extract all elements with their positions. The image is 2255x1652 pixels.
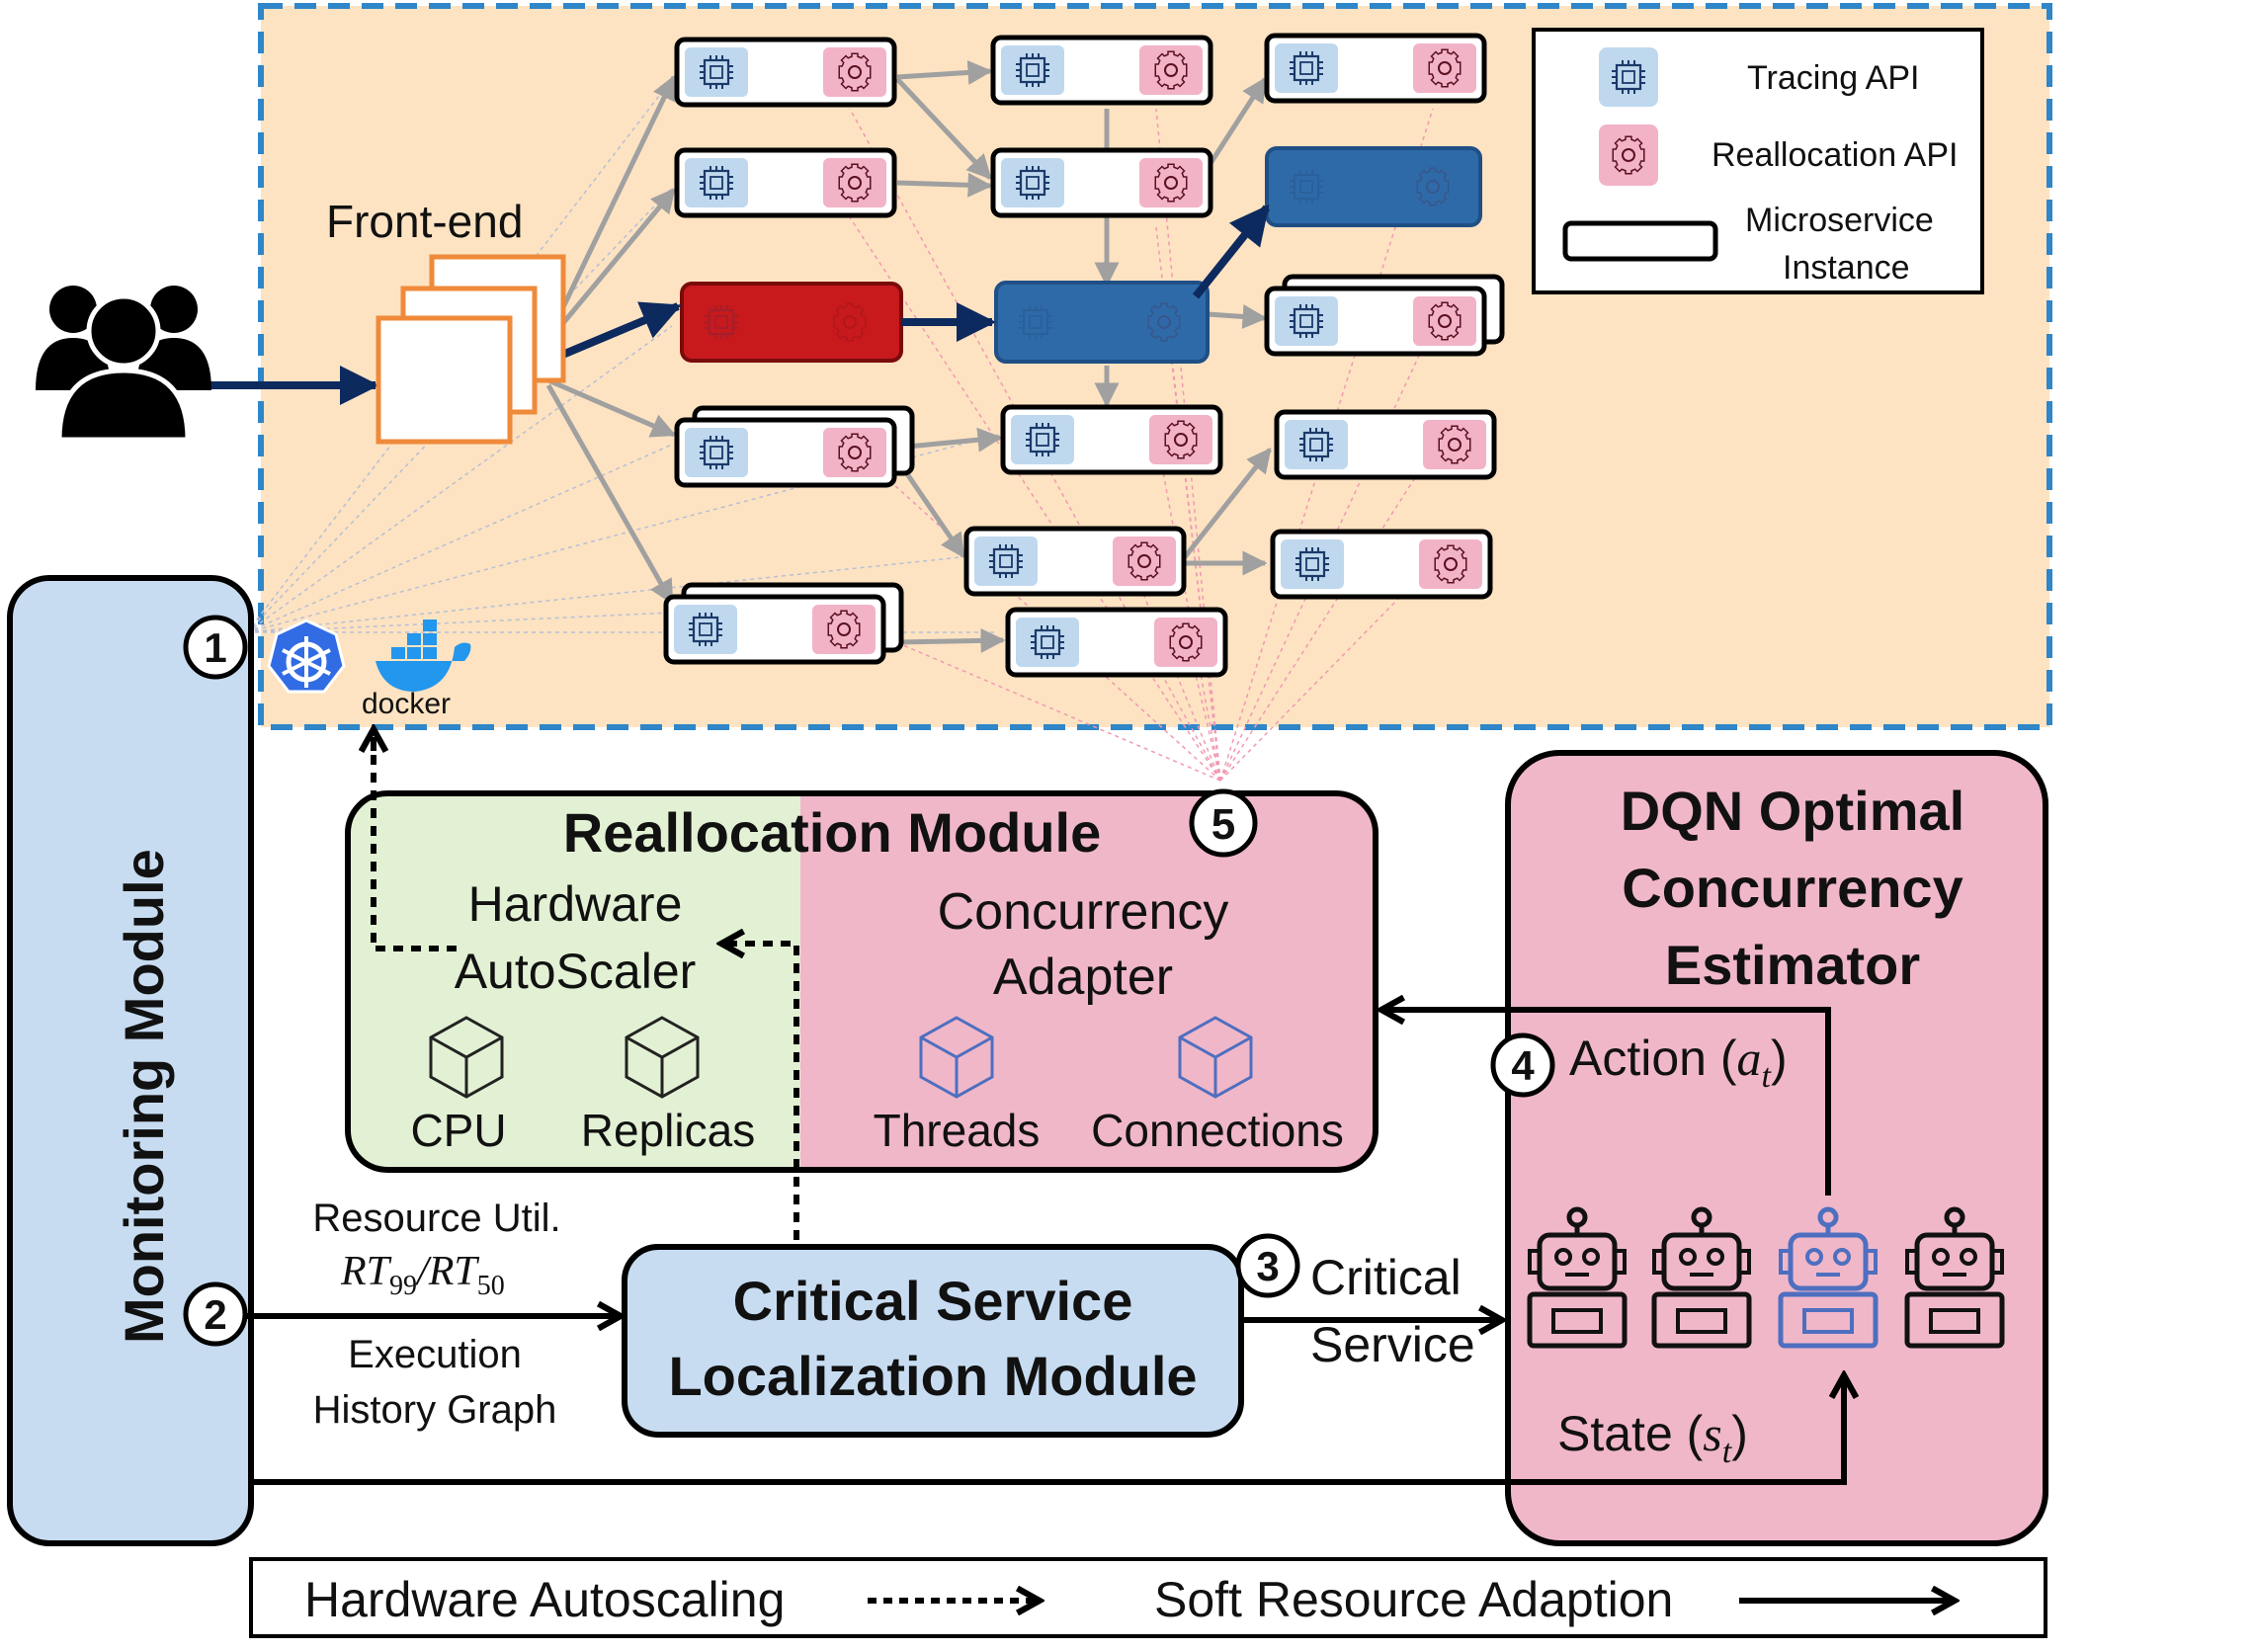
kubernetes-icon — [267, 619, 346, 694]
svg-text:2: 2 — [204, 1291, 226, 1338]
svg-text:4: 4 — [1511, 1042, 1535, 1089]
frontend-label: Front-end — [326, 196, 523, 247]
svg-text:Microservice: Microservice — [1745, 202, 1934, 239]
svg-text:Estimator: Estimator — [1665, 934, 1920, 996]
svg-text:5: 5 — [1211, 800, 1235, 849]
svg-text:Tracing API: Tracing API — [1747, 59, 1919, 97]
svg-text:Adapter: Adapter — [993, 949, 1173, 1006]
dqn-title: DQN Optimal — [1621, 780, 1964, 842]
svg-text:Instance: Instance — [1783, 249, 1910, 287]
top-legend: Tracing API Reallocation API Microservic… — [1532, 28, 1984, 294]
cpu-label: CPU — [410, 1105, 506, 1156]
hardware-autoscaler-label: Hardware — [468, 876, 683, 932]
monitoring-inputs: Resource Util. RT99/RT50 Execution Histo… — [312, 1197, 560, 1432]
svg-text:Concurrency: Concurrency — [1622, 857, 1963, 919]
step-badge-5: 5 — [1189, 788, 1258, 858]
csl-title: Critical Service — [733, 1270, 1133, 1332]
step-badge-1: 1 — [183, 615, 248, 680]
svg-text:1: 1 — [204, 624, 226, 671]
svg-text:RT99/RT50: RT99/RT50 — [340, 1249, 505, 1301]
action-label: Action (at) — [1569, 1031, 1788, 1095]
docker-icon: docker — [362, 620, 471, 720]
replicas-label: Replicas — [581, 1105, 755, 1156]
frontend-instances — [376, 254, 566, 445]
instance-legend-box — [1562, 220, 1718, 262]
threads-label: Threads — [874, 1105, 1041, 1156]
reallocation-title: Reallocation Module — [563, 801, 1102, 864]
monitoring-title: Monitoring Module — [113, 849, 175, 1344]
soft-resource-legend: Soft Resource Adaption — [1154, 1572, 1673, 1627]
reallocation-module — [345, 790, 1378, 1173]
step-badge-4: 4 — [1490, 1032, 1555, 1098]
svg-text:3: 3 — [1256, 1243, 1279, 1289]
hardware-autoscaling-legend: Hardware Autoscaling — [304, 1572, 785, 1627]
svg-text:Localization Module: Localization Module — [668, 1345, 1197, 1407]
svg-text:Execution: Execution — [348, 1333, 522, 1376]
step-badge-3: 3 — [1235, 1233, 1300, 1298]
svg-text:Service: Service — [1310, 1317, 1475, 1372]
state-label: State (st) — [1557, 1406, 1748, 1470]
concurrency-adapter-label: Concurrency — [938, 883, 1229, 941]
svg-text:docker: docker — [362, 688, 451, 720]
svg-text:AutoScaler: AutoScaler — [455, 944, 697, 999]
svg-text:Resource Util.: Resource Util. — [312, 1197, 560, 1240]
call-graph-edges — [545, 59, 1272, 653]
csl-module — [622, 1244, 1244, 1438]
connections-label: Connections — [1091, 1105, 1344, 1156]
svg-text:History Graph: History Graph — [313, 1388, 557, 1432]
svg-text:Reallocation API: Reallocation API — [1712, 136, 1959, 174]
critical-path — [680, 146, 1482, 364]
step-badge-2: 2 — [183, 1281, 248, 1347]
users-icon — [36, 286, 211, 443]
critical-service-label: Critical — [1310, 1250, 1462, 1305]
